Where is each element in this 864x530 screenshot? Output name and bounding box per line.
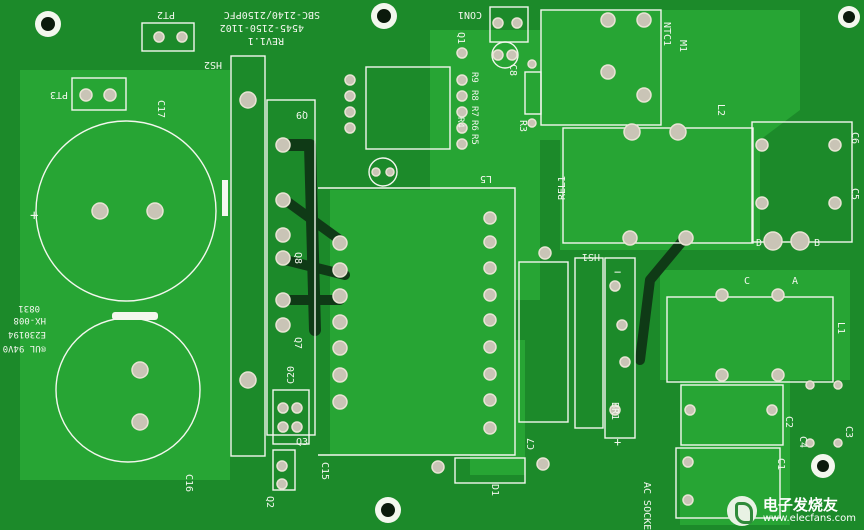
label-pin-a: A [792, 276, 798, 287]
label-c15: C15 [319, 462, 330, 480]
label-r4: R4 [455, 117, 465, 128]
label-r9: R9 [469, 72, 479, 83]
label-c4: C4 [797, 436, 808, 448]
label-c8: C8 [507, 64, 518, 76]
label-cert4: ®UL 94V0 [3, 343, 46, 353]
label-c16: C16 [183, 474, 194, 492]
label-r5: R5 [469, 134, 479, 145]
label-c5: C5 [849, 188, 860, 200]
label-br1-minus: − [614, 265, 621, 279]
label-pin-d: D [756, 238, 762, 249]
label-l1: L1 [835, 322, 846, 334]
label-hs2: HS2 [204, 59, 222, 70]
label-q9: Q9 [296, 109, 308, 120]
label-partno: 4545-2150-1102 [220, 22, 304, 33]
label-br1-plus: + [614, 435, 621, 449]
label-l2: L2 [715, 104, 726, 116]
label-q1: Q1 [455, 32, 466, 44]
label-q8: Q8 [292, 252, 303, 264]
elecfans-logo-icon [726, 496, 757, 526]
label-br1: BR1 [609, 402, 620, 420]
label-c20: C20 [286, 366, 297, 384]
solder-pads [79, 12, 843, 506]
label-q2: Q2 [264, 496, 275, 508]
label-pin-c: C [744, 276, 750, 287]
label-plus-c17: + [30, 208, 38, 224]
label-pt3: PT3 [50, 89, 68, 100]
label-cert2: 0831 [18, 303, 40, 313]
label-c1: C1 [775, 458, 786, 470]
label-rev: REV1.1 [248, 35, 284, 46]
label-q3: Q3 [296, 437, 308, 448]
label-r3: R3 [517, 120, 528, 132]
label-m1: M1 [677, 40, 688, 52]
label-model: SBC-2140/2150PFC [224, 9, 320, 20]
label-d1: D1 [489, 484, 500, 496]
label-con1: CON1 [458, 9, 482, 20]
label-q7: Q7 [292, 337, 303, 349]
label-l5: L5 [480, 173, 492, 184]
power-traces [279, 139, 690, 365]
label-r7: R7 [469, 106, 479, 117]
label-pt2: PT2 [157, 9, 175, 20]
mounting-holes [35, 3, 860, 523]
label-hs1: HS1 [582, 251, 600, 262]
label-c6: C6 [849, 132, 860, 144]
label-c7: C7 [526, 438, 537, 450]
label-cert3: E230194 [8, 329, 46, 339]
watermark-name: 电子发烧友 [762, 495, 838, 514]
label-ntc1: NTC1 [661, 22, 672, 46]
label-ac-socket: AC SOCKET [641, 482, 652, 530]
c16-polarity-bar [112, 312, 158, 320]
label-c2: C2 [783, 416, 794, 428]
label-rel1: REL1 [557, 176, 568, 200]
label-pin-b: B [814, 238, 820, 249]
label-cert1: HX-008 [13, 315, 46, 325]
c17-polarity-bar [222, 180, 228, 216]
label-r8: R8 [469, 90, 479, 101]
label-c3: C3 [843, 426, 854, 438]
label-c17: C17 [155, 100, 166, 118]
label-r6: R6 [469, 120, 479, 131]
watermark-url: www.elecfans.com [762, 512, 856, 524]
watermark: 电子发烧友 www.elecfans.com [726, 495, 856, 526]
